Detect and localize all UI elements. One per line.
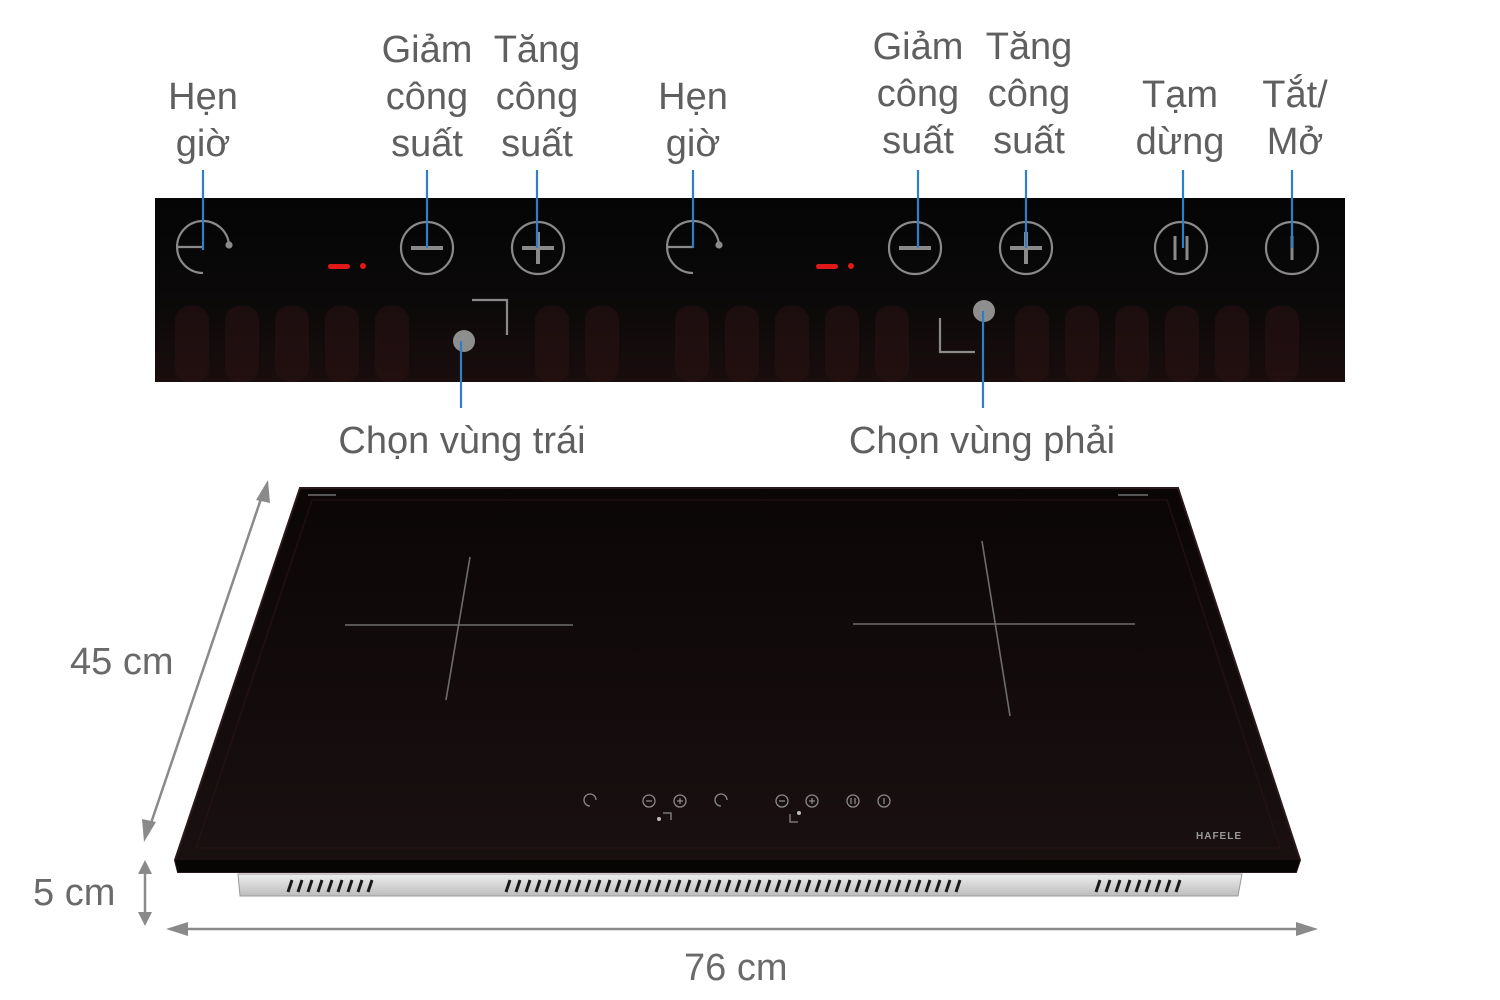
- panel-texture: [175, 306, 1299, 382]
- label-select-right-zone: Chọn vùng phải: [848, 420, 1116, 462]
- plus-icon: [805, 794, 819, 808]
- pause-icon[interactable]: [1153, 220, 1209, 276]
- right-indicator-dot: [848, 263, 854, 269]
- plus-icon: [673, 794, 687, 808]
- left-zone-bracket: [472, 298, 509, 335]
- label-left-timer: Hẹn giờ: [168, 76, 238, 165]
- brand-logo: HAFELE: [1196, 831, 1242, 842]
- left-zone-marker: [345, 556, 573, 701]
- left-indicator-dot: [360, 263, 366, 269]
- dimension-arrows: [138, 480, 1318, 936]
- label-left-decrease-power: Giảm công suất: [381, 29, 473, 165]
- label-right-decrease-power: Giảm công suất: [872, 26, 964, 162]
- label-right-increase-power: Tăng công suất: [985, 26, 1073, 162]
- minus-icon: [775, 794, 789, 808]
- label-power-toggle: Tắt/ Mở: [1262, 74, 1328, 163]
- timer-icon[interactable]: [175, 219, 233, 275]
- cooktop-glass: [173, 487, 1302, 873]
- label-pause: Tạm dừng: [1135, 74, 1225, 163]
- vent-slots: [286, 879, 1182, 893]
- minus-icon: [642, 794, 656, 808]
- label-right-timer: Hẹn giờ: [658, 76, 728, 165]
- timer-icon: [583, 793, 597, 807]
- corner-mark: [1118, 494, 1148, 496]
- corner-mark: [308, 494, 336, 496]
- height-dimension-label: 5 cm: [33, 872, 116, 914]
- depth-arrow: [146, 489, 266, 833]
- callout-lines: [201, 170, 1294, 408]
- zone-select-dot: [657, 817, 661, 821]
- pause-icon: [846, 794, 860, 808]
- label-select-left-zone: Chọn vùng trái: [338, 420, 586, 462]
- zone-select-dot: [797, 811, 801, 815]
- cooktop-base: [237, 873, 1243, 897]
- width-dimension-label: 76 cm: [684, 947, 788, 989]
- timer-icon[interactable]: [665, 219, 723, 275]
- minus-icon[interactable]: [887, 220, 943, 276]
- right-zone-bracket: [938, 318, 975, 354]
- left-power-indicator: [328, 264, 350, 269]
- right-zone-marker: [853, 540, 1135, 717]
- control-panel: [155, 198, 1345, 382]
- timer-icon: [714, 793, 728, 807]
- mini-controls: [583, 793, 891, 823]
- left-zone-select-dot[interactable]: [453, 330, 475, 352]
- right-power-indicator: [816, 264, 838, 269]
- label-left-increase-power: Tăng công suất: [493, 29, 581, 165]
- power-icon: [877, 794, 891, 808]
- depth-dimension-label: 45 cm: [70, 641, 174, 683]
